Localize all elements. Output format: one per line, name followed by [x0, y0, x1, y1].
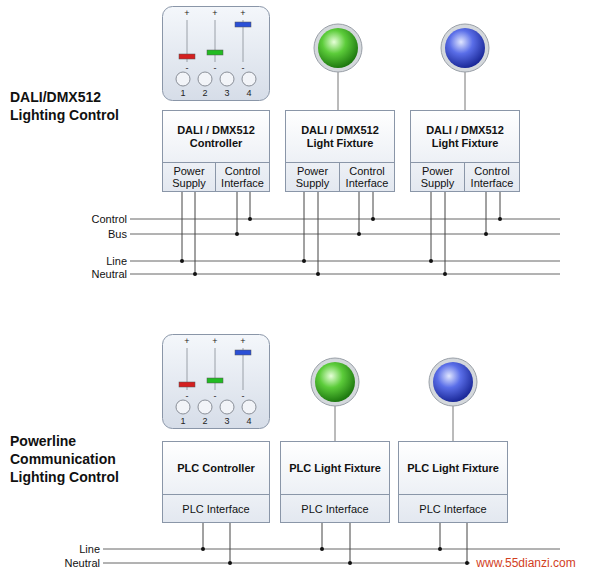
button-number: 1 [176, 88, 190, 98]
device-name: PLC Controller [166, 462, 266, 475]
interface-name: PLC Interface [283, 503, 387, 515]
section-title: DALI/DMX512 Lighting Control [10, 88, 135, 124]
interface-name: Control Interface [342, 165, 392, 189]
lamp-green [311, 358, 359, 406]
slider-panel [162, 334, 270, 429]
button-number: 1 [176, 416, 190, 426]
interface-box: Control Interface [465, 162, 519, 191]
lamp-blue [429, 358, 477, 406]
control-panel: + + + - - - 1234 [162, 6, 270, 101]
interface-box: PLC Interface [281, 494, 389, 522]
lamp-green [314, 24, 362, 72]
slider-sign: - [236, 391, 250, 401]
button-number: 2 [198, 416, 212, 426]
device-name: DALI / DMX512 Light Fixture [414, 124, 516, 150]
device-name: DALI / DMX512 Light Fixture [289, 124, 391, 150]
section-title: Powerline Communication Lighting Control [10, 432, 135, 486]
slider-sign: - [236, 63, 250, 73]
device-name: PLC Light Fixture [284, 462, 386, 475]
wire-label: Line [60, 254, 127, 268]
slider-panel [162, 6, 270, 101]
button-number: 2 [198, 88, 212, 98]
slider-sign: + [208, 336, 222, 346]
slider-sign: - [180, 63, 194, 73]
interface-name: Control Interface [467, 165, 517, 189]
device-box: DALI / DMX512 ControllerPower SupplyCont… [162, 110, 270, 192]
slider-sign: - [180, 391, 194, 401]
interface-box: Control Interface [340, 162, 394, 191]
interface-box: Power Supply [286, 162, 340, 191]
interface-name: Power Supply [413, 165, 462, 189]
slider-sign: + [180, 336, 194, 346]
slider-sign: + [208, 8, 222, 18]
slider-sign: + [236, 336, 250, 346]
bus-label: Bus [60, 227, 127, 241]
interface-box: PLC Interface [399, 494, 507, 522]
device-box: DALI / DMX512 Light FixturePower SupplyC… [285, 110, 395, 192]
bus-label: Control [60, 212, 127, 226]
bus-wires [103, 219, 560, 563]
interface-name: Control Interface [218, 165, 267, 189]
lamp-blue [441, 24, 489, 72]
button-number: 4 [242, 88, 256, 98]
device-box: PLC Light FixturePLC Interface [280, 441, 390, 523]
interface-box: Power Supply [411, 162, 465, 191]
interface-box: PLC Interface [163, 494, 269, 522]
slider-sign: + [236, 8, 250, 18]
slider-sign: - [208, 391, 222, 401]
slider-sign: + [180, 8, 194, 18]
control-panel: + + + - - - 1234 [162, 334, 270, 429]
watermark: www.55dianzi.com [470, 556, 582, 571]
slider-sign: - [208, 63, 222, 73]
interface-name: Power Supply [165, 165, 213, 189]
wire-label: Neutral [60, 267, 127, 281]
interface-name: Power Supply [288, 165, 337, 189]
device-box: DALI / DMX512 Light FixturePower SupplyC… [410, 110, 520, 192]
interface-name: PLC Interface [165, 503, 267, 515]
wire-label: Line [33, 542, 100, 556]
device-name: PLC Light Fixture [402, 462, 504, 475]
button-number: 3 [220, 416, 234, 426]
interface-box: Power Supply [163, 162, 216, 191]
device-box: PLC Light FixturePLC Interface [398, 441, 508, 523]
button-number: 4 [242, 416, 256, 426]
wire-label: Neutral [33, 556, 100, 570]
device-box: PLC ControllerPLC Interface [162, 441, 270, 523]
device-name: DALI / DMX512 Controller [166, 124, 266, 150]
interface-box: Control Interface [216, 162, 269, 191]
interface-name: PLC Interface [401, 503, 505, 515]
button-number: 3 [220, 88, 234, 98]
